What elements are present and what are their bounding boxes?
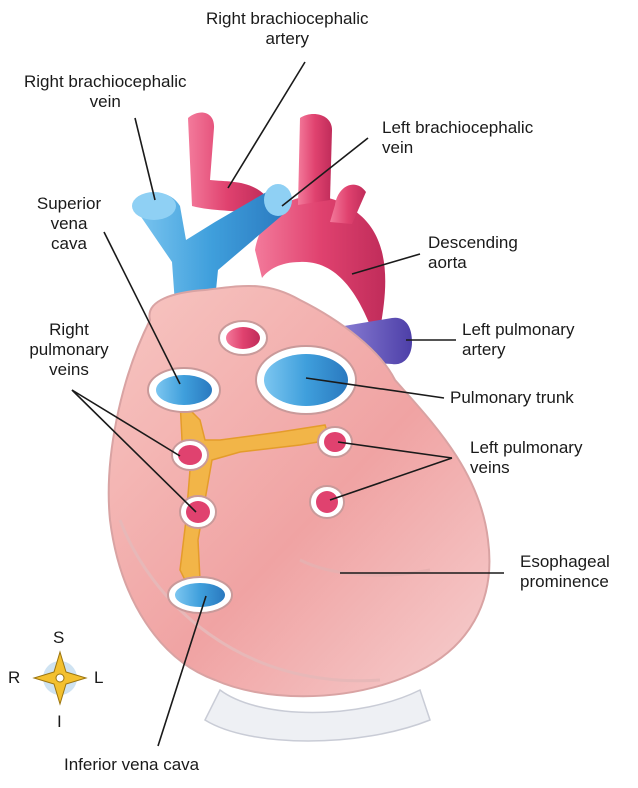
compass-inferior-label: I	[57, 712, 62, 732]
compass-superior-label: S	[53, 628, 64, 648]
right-brachiocephalic-artery-vessel	[188, 113, 266, 214]
label-left-brachiocephalic-vein: Left brachiocephalic vein	[382, 118, 533, 158]
leader-right-brachiocephalic-vein	[135, 118, 155, 200]
label-inferior-vena-cava: Inferior vena cava	[64, 755, 199, 775]
label-right-brachiocephalic-vein: Right brachiocephalic vein	[24, 72, 187, 112]
label-descending-aorta: Descending aorta	[428, 233, 518, 273]
label-superior-vena-cava: Superior vena cava	[28, 194, 110, 254]
leader-right-brachiocephalic-artery	[228, 62, 305, 188]
compass-right-label: R	[8, 668, 20, 688]
label-right-pulmonary-veins: Right pulmonary veins	[24, 320, 114, 380]
label-left-pulmonary-artery: Left pulmonary artery	[462, 320, 574, 360]
orientation-compass-icon	[34, 652, 86, 704]
label-right-brachiocephalic-artery: Right brachiocephalic artery	[206, 9, 369, 49]
label-pulmonary-trunk: Pulmonary trunk	[450, 388, 574, 408]
label-left-pulmonary-veins: Left pulmonary veins	[470, 438, 582, 478]
compass-left-label: L	[94, 668, 103, 688]
label-esophageal-prominence: Esophageal prominence	[520, 552, 610, 592]
